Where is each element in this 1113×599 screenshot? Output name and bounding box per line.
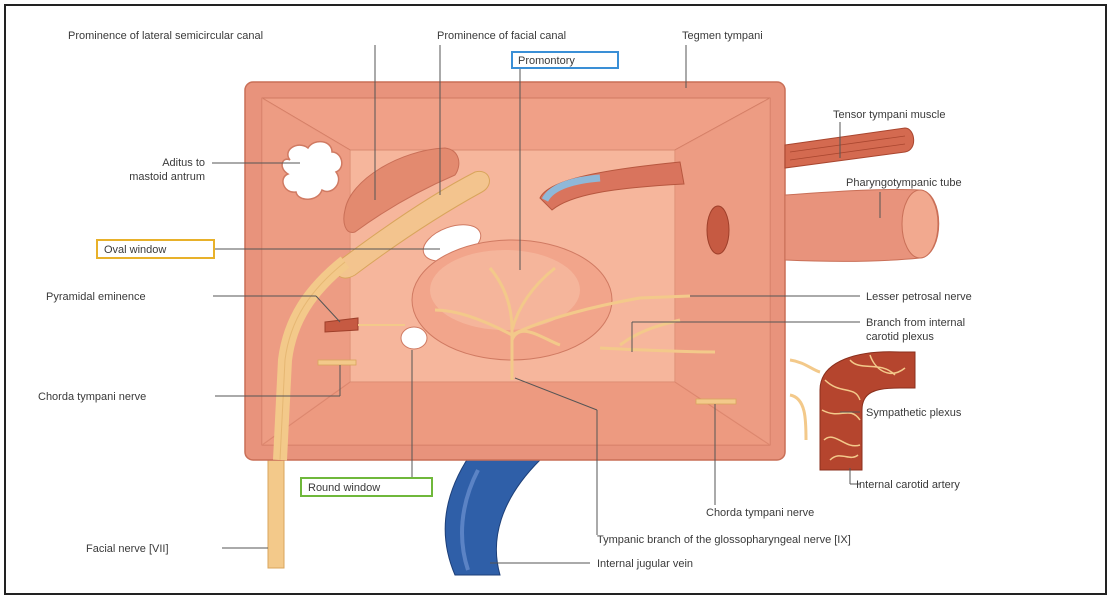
label-round-window: Round window [308, 482, 380, 494]
label-prominence-facial-canal: Prominence of facial canal [437, 30, 566, 42]
label-tensor-tympani-muscle: Tensor tympani muscle [833, 109, 946, 121]
label-tegmen-tympani: Tegmen tympani [682, 30, 763, 42]
label-branch-internal-line1: Branch from internal [866, 317, 965, 329]
round-window [401, 327, 427, 349]
label-facial-nerve: Facial nerve [VII] [86, 543, 169, 555]
label-internal-jugular-vein: Internal jugular vein [597, 558, 693, 570]
facial-nerve [268, 460, 284, 568]
label-aditus-line1: Aditus to [162, 157, 205, 169]
label-aditus-line2: mastoid antrum [129, 171, 205, 183]
label-sympathetic-plexus: Sympathetic plexus [866, 407, 962, 419]
label-lesser-petrosal-nerve: Lesser petrosal nerve [866, 291, 972, 303]
tensor-tympani-muscle [785, 128, 914, 168]
label-chorda-tympani-right: Chorda tympani nerve [706, 507, 814, 519]
chorda-tympani-left [318, 360, 356, 365]
chorda-tympani-right [696, 399, 736, 404]
label-internal-carotid-artery: Internal carotid artery [856, 479, 960, 491]
label-pharyngotympanic-tube: Pharyngotympanic tube [846, 177, 962, 189]
label-pyramidal-eminence: Pyramidal eminence [46, 291, 146, 303]
label-oval-window: Oval window [104, 244, 166, 256]
tube-opening [707, 206, 729, 254]
label-chorda-tympani-left: Chorda tympani nerve [38, 391, 146, 403]
label-tympanic-branch: Tympanic branch of the glossopharyngeal … [597, 534, 851, 546]
label-branch-internal-line2: carotid plexus [866, 331, 934, 343]
label-prominence-lateral-canal: Prominence of lateral semicircular canal [68, 30, 263, 42]
label-promontory: Promontory [518, 55, 575, 67]
internal-jugular-vein [445, 455, 540, 575]
